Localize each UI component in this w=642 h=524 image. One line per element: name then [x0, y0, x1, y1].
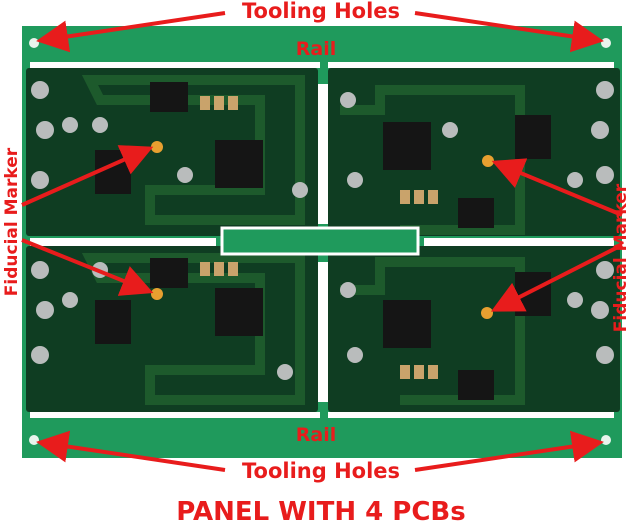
pcb-top-right [328, 68, 620, 236]
panel-caption: PANEL WITH 4 PCBs [176, 497, 465, 524]
fiducial-marker [481, 307, 493, 319]
tooling-holes-bottom-label: Tooling Holes [242, 459, 400, 483]
fiducial-marker [482, 155, 494, 167]
fiducial-marker [151, 141, 163, 153]
routing-slots [30, 62, 614, 418]
fiducial-left-label: Fiducial Marker [2, 147, 22, 296]
fiducial-marker [151, 288, 163, 300]
annotation-arrows [21, 11, 623, 472]
pcb-bottom-left [26, 246, 318, 412]
tooling-holes-top-label: Tooling Holes [242, 0, 400, 23]
rail-bottom-label: Rail [296, 424, 336, 446]
rail-top-label: Rail [296, 38, 336, 60]
fiducial-right-label: Fiducial Marker [611, 183, 631, 332]
pcb-top-left [26, 68, 318, 236]
tooling-hole [29, 435, 39, 445]
center-bridge [220, 226, 420, 256]
tooling-hole [29, 38, 39, 48]
tooling-hole [601, 38, 611, 48]
tooling-hole [601, 435, 611, 445]
pcb-bottom-right [328, 246, 620, 412]
